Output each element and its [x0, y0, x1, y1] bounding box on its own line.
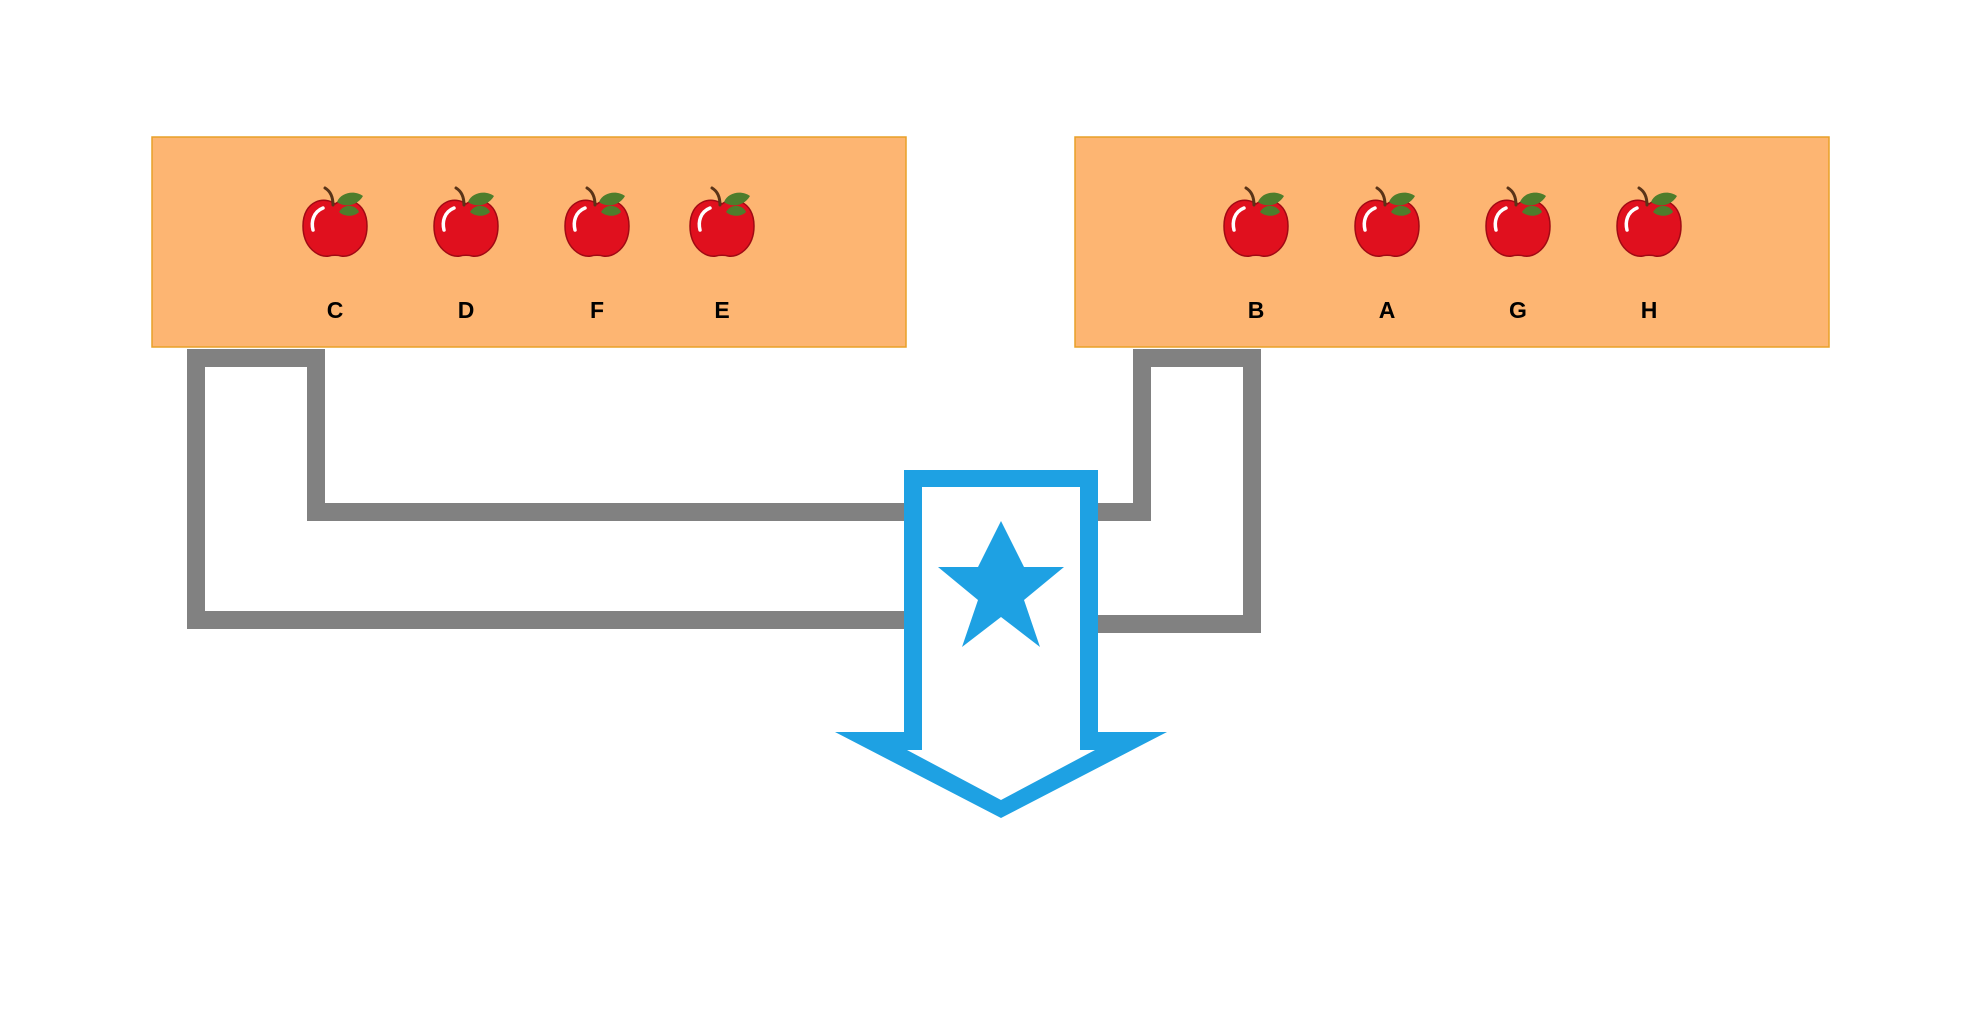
- item-label-a: A: [1379, 297, 1396, 323]
- item-label-e: E: [714, 297, 729, 323]
- left-top-connector: [196, 349, 904, 521]
- item-label-g: G: [1509, 297, 1527, 323]
- right-item-b: B: [1222, 186, 1290, 323]
- left-group-box: [151, 136, 907, 348]
- right-item-h: H: [1615, 186, 1683, 323]
- right-item-g: G: [1484, 186, 1552, 323]
- connectors: [187, 349, 1261, 633]
- item-label-b: B: [1248, 297, 1265, 323]
- item-label-f: F: [590, 297, 604, 323]
- item-label-h: H: [1641, 297, 1658, 323]
- left-item-e: E: [688, 186, 756, 323]
- down-arrow-icon: [835, 470, 1167, 818]
- merge-arrow: [835, 470, 1167, 818]
- right-group-box: [1074, 136, 1830, 348]
- star-icon: [938, 521, 1064, 647]
- right-outer-connector: [1098, 349, 1261, 633]
- right-inner-connector: [1098, 349, 1151, 521]
- left-outer-connector: [187, 349, 904, 629]
- left-group: C D F E: [151, 136, 907, 348]
- item-label-d: D: [458, 297, 475, 323]
- left-item-d: D: [432, 186, 500, 323]
- right-item-a: A: [1353, 186, 1421, 323]
- right-group: B A G H: [1074, 136, 1830, 348]
- left-item-c: C: [301, 186, 369, 323]
- left-item-f: F: [563, 186, 631, 323]
- item-label-c: C: [327, 297, 344, 323]
